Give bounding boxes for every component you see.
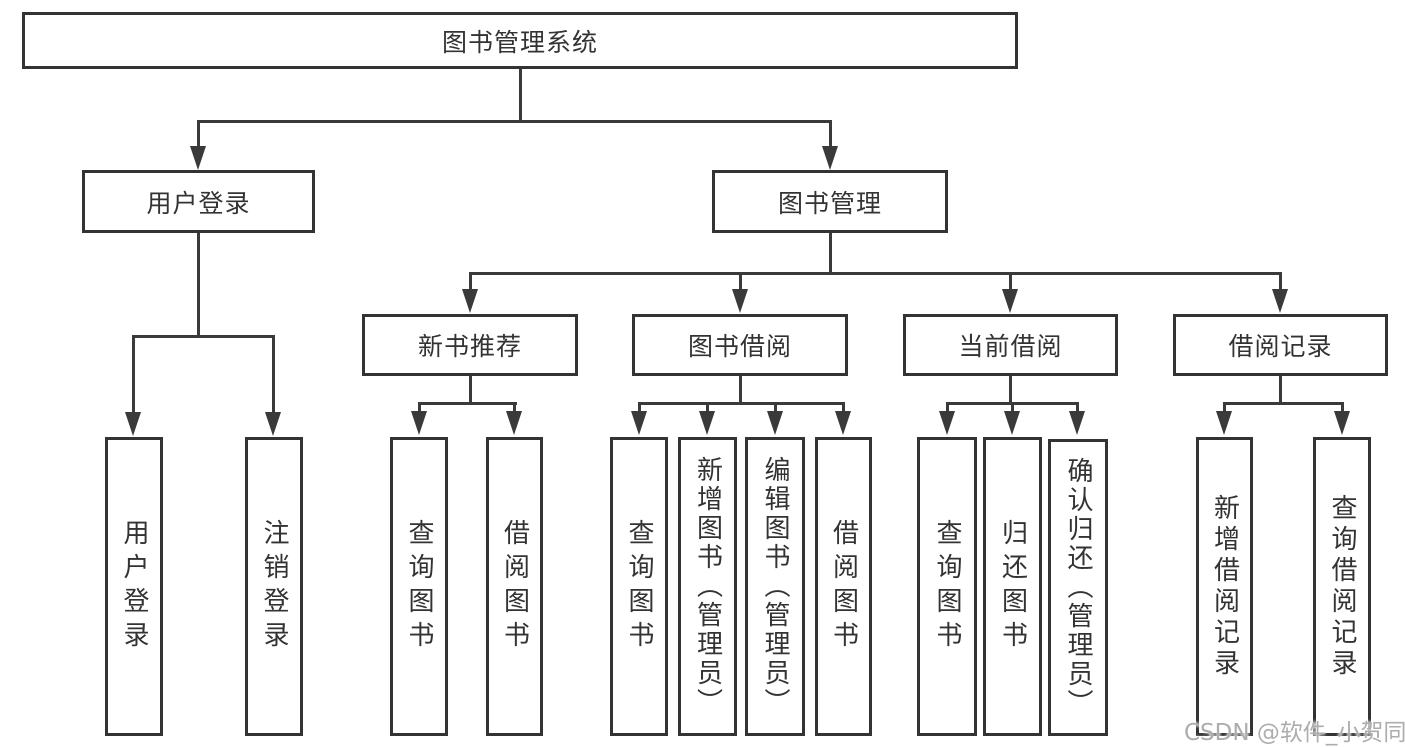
arrowhead-to-book-management <box>822 146 838 170</box>
arrowhead-to-logout-leaf <box>265 412 281 436</box>
connector-userlogin-drop-2 <box>272 335 275 412</box>
arrowhead-to-borrow-records <box>1272 289 1288 313</box>
connector-newbooks-rail <box>418 402 517 405</box>
connector-bookmgmt-stem <box>829 233 832 272</box>
arrowhead-to-cb-return <box>1004 411 1020 435</box>
connector-root-rail <box>197 120 832 123</box>
node-label: 查询图书 <box>624 518 654 655</box>
arrowhead-to-nb-query <box>411 411 427 435</box>
node-leaf-bookborrow-edit-books-admin: 编辑图书（管理员） <box>745 437 805 736</box>
connector-bookborrow-rail <box>638 402 845 405</box>
node-label: 用户登录 <box>146 188 251 218</box>
connector-userlogin-stem <box>197 233 200 335</box>
connector-borrowrecords-stem <box>1279 376 1282 404</box>
node-leaf-bookborrow-borrow-books: 借阅图书 <box>815 437 872 736</box>
arrowhead-to-user-login-leaf <box>125 412 141 436</box>
node-leaf-user-login: 用户登录 <box>105 437 163 736</box>
arrowhead-to-current-borrow <box>1002 289 1018 313</box>
node-leaf-currentborrow-confirm-return-admin: 确认归还（管理员） <box>1048 439 1108 736</box>
node-borrow-records: 借阅记录 <box>1173 314 1388 376</box>
arrowhead-to-br-query <box>1334 411 1350 435</box>
node-label: 查询图书 <box>932 518 962 655</box>
node-leaf-currentborrow-query-books: 查询图书 <box>917 437 977 736</box>
connector-root-drop-left <box>197 120 200 150</box>
connector-bookmgmt-rail <box>469 272 1282 275</box>
node-label: 借阅图书 <box>499 518 530 655</box>
node-library-management-system: 图书管理系统 <box>22 12 1018 69</box>
node-label: 新书推荐 <box>417 332 522 361</box>
node-user-login: 用户登录 <box>82 170 315 233</box>
node-leaf-records-add-borrow-record: 新增借阅记录 <box>1196 437 1253 736</box>
connector-root-stem <box>519 69 522 120</box>
node-label: 图书管理 <box>777 188 882 218</box>
connector-root-drop-right <box>829 120 832 150</box>
node-label: 借阅图书 <box>828 518 859 655</box>
node-label: 确认归还（管理员） <box>1063 457 1093 718</box>
arrowhead-to-user-login <box>190 146 206 170</box>
node-label: 图书管理系统 <box>441 27 598 57</box>
connector-bookborrow-stem <box>739 376 742 404</box>
node-book-borrow: 图书借阅 <box>632 314 848 376</box>
node-book-management: 图书管理 <box>712 170 948 233</box>
arrowhead-to-nb-borrow <box>506 411 522 435</box>
connector-userlogin-rail <box>132 335 275 338</box>
node-leaf-logout: 注销登录 <box>245 437 303 736</box>
connector-userlogin-drop-1 <box>132 335 135 412</box>
connector-bookmgmt-drop-3 <box>1009 272 1012 292</box>
connector-bookmgmt-drop-2 <box>739 272 742 292</box>
node-leaf-bookborrow-add-books-admin: 新增图书（管理员） <box>678 437 737 736</box>
node-current-borrow: 当前借阅 <box>903 314 1118 376</box>
node-label: 查询图书 <box>404 518 434 655</box>
node-label: 查询借阅记录 <box>1327 493 1357 680</box>
csdn-watermark: CSDN @软件_小贺同学 <box>1184 720 1405 746</box>
node-leaf-records-query-borrow-record: 查询借阅记录 <box>1313 437 1371 736</box>
node-label: 借阅记录 <box>1228 332 1333 361</box>
connector-bookmgmt-drop-1 <box>469 272 472 292</box>
node-label: 当前借阅 <box>958 332 1063 361</box>
node-leaf-newbooks-query-books: 查询图书 <box>390 437 448 736</box>
node-label: 图书借阅 <box>687 332 792 361</box>
connector-newbooks-stem <box>469 376 472 404</box>
arrowhead-to-br-add <box>1216 411 1232 435</box>
node-label: 用户登录 <box>119 518 149 655</box>
arrowhead-to-book-borrow <box>732 289 748 313</box>
node-label: 编辑图书（管理员） <box>760 456 790 717</box>
arrowhead-to-bb-add <box>699 411 715 435</box>
node-leaf-bookborrow-query-books: 查询图书 <box>610 437 668 736</box>
node-label: 新增图书（管理员） <box>692 456 723 717</box>
arrowhead-to-bb-query <box>631 411 647 435</box>
arrowhead-to-bb-edit <box>767 411 783 435</box>
connector-borrowrecords-rail <box>1223 402 1344 405</box>
node-leaf-currentborrow-return-books: 归还图书 <box>983 437 1042 736</box>
connector-bookmgmt-drop-4 <box>1279 272 1282 292</box>
node-label: 归还图书 <box>997 518 1028 655</box>
arrowhead-to-cb-confirm <box>1069 411 1085 435</box>
connector-currentborrow-stem <box>1009 376 1012 404</box>
node-new-book-recommend: 新书推荐 <box>362 314 578 376</box>
arrowhead-to-new-books <box>462 289 478 313</box>
node-label: 注销登录 <box>259 518 289 655</box>
arrowhead-to-cb-query <box>939 411 955 435</box>
node-label: 新增借阅记录 <box>1209 493 1240 680</box>
arrowhead-to-bb-borrow <box>835 411 851 435</box>
node-leaf-newbooks-borrow-books: 借阅图书 <box>486 437 543 736</box>
